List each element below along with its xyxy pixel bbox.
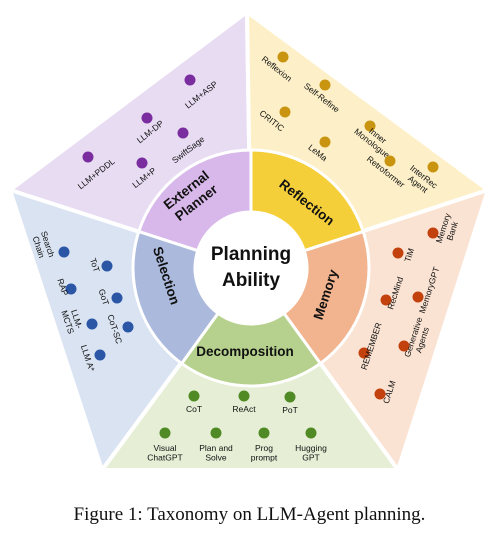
decomposition-item-label: CoT: [186, 404, 202, 414]
item-label-line: ToT: [88, 257, 102, 274]
reflection-item-dot: [384, 155, 396, 167]
memory-item-dot: [398, 340, 410, 352]
item-label-line: PoT: [282, 405, 298, 415]
item-label-line: ChatGPT: [147, 453, 182, 463]
planner-item-dot: [136, 157, 148, 169]
memory-item-dot: [427, 227, 439, 239]
center-circle: [195, 212, 307, 324]
reflection-item-dot: [319, 79, 331, 91]
item-label-line: Hugging: [295, 443, 327, 453]
decomposition-item-dot: [284, 391, 296, 403]
item-label-line: ReAct: [232, 404, 256, 414]
memory-item-dot: [412, 291, 424, 303]
memory-item-dot: [392, 247, 404, 259]
selection-item-dot: [86, 318, 98, 330]
taxonomy-pentagon: Planning Ability External Planner Reflec…: [10, 12, 488, 470]
decomposition-label: Decomposition: [196, 344, 294, 359]
figure-caption: Figure 1: Taxonomy on LLM-Agent planning…: [73, 504, 426, 525]
item-label-line: Solve: [205, 453, 227, 463]
item-label-line: CoT: [186, 404, 202, 414]
taxonomy-diagram: Planning Ability External Planner Reflec…: [10, 12, 488, 470]
reflection-item-dot: [279, 106, 291, 118]
selection-item-dot: [94, 349, 106, 361]
selection-item-dot: [122, 321, 134, 333]
decomposition-item-dot: [238, 390, 250, 402]
selection-item-dot: [101, 260, 113, 272]
item-label-line: Prog: [255, 443, 273, 453]
reflection-item-dot: [319, 136, 331, 148]
memory-item-dot: [374, 388, 386, 400]
memory-item-dot: [380, 294, 392, 306]
selection-item-dot: [58, 246, 70, 258]
planner-item-dot: [141, 112, 153, 124]
item-label-line: TiM: [402, 247, 416, 263]
selection-item-dot: [111, 292, 123, 304]
selection-item-dot: [65, 283, 77, 295]
center-title-line2: Ability: [222, 270, 280, 291]
reflection-item-dot: [427, 161, 439, 173]
memory-item-dot: [358, 347, 370, 359]
item-label-line: Visual: [154, 443, 177, 453]
decomposition-item-dot: [210, 427, 222, 439]
item-label-line: GPT: [302, 453, 319, 463]
memory-item-label: TiM: [402, 247, 416, 263]
decomposition-item-label: ReAct: [232, 404, 256, 414]
selection-item-label: ToT: [88, 257, 102, 274]
reflection-item-dot: [364, 120, 376, 132]
decomposition-item-dot: [258, 427, 270, 439]
selection-item-label: GoT: [97, 288, 112, 307]
decomposition-item-dot: [305, 427, 317, 439]
planner-item-dot: [184, 74, 196, 86]
decomposition-item-dot: [188, 390, 200, 402]
planner-item-dot: [177, 127, 189, 139]
planner-item-dot: [82, 151, 94, 163]
item-label-line: Plan and: [199, 443, 233, 453]
decomposition-item-dot: [159, 427, 171, 439]
reflection-item-dot: [277, 51, 289, 63]
item-label-line: prompt: [251, 453, 278, 463]
item-label-line: GoT: [97, 288, 112, 307]
center-title-line1: Planning: [211, 244, 291, 265]
decomposition-item-label: PoT: [282, 405, 298, 415]
